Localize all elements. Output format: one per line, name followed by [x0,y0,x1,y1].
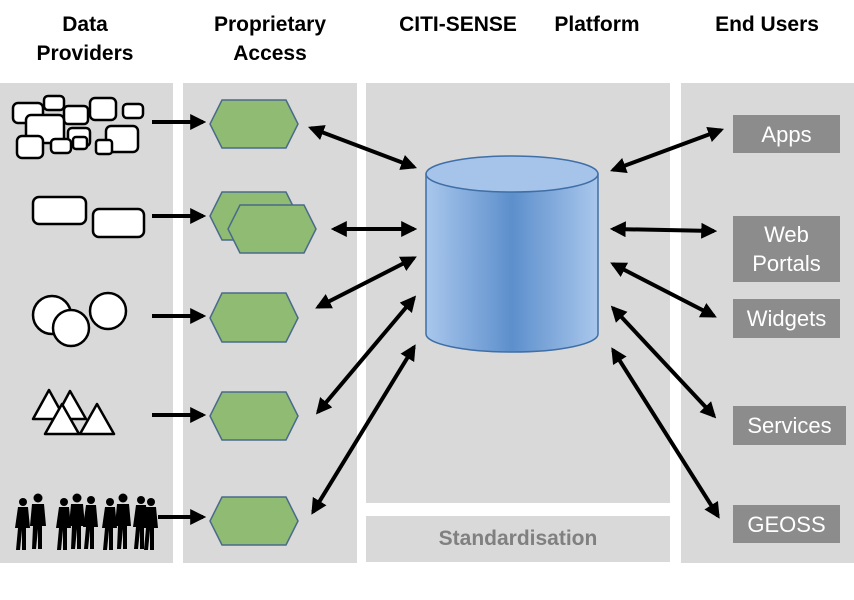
end-user-widgets: Widgets [733,299,840,338]
header-proprietary-access: Proprietary Access [213,13,327,65]
end-user-geoss: GEOSS [733,505,840,543]
hexagon-icon [209,99,317,546]
header-platform: Platform [554,13,640,36]
header-citi-sense: CITI-SENSE [399,13,517,36]
double-arrow-icon [308,125,418,515]
arrow-icon [152,114,207,525]
end-user-services: Services [733,406,846,445]
database-icon [425,155,599,353]
header-end-users: End Users [715,13,819,36]
rounded-rect-cluster-icon [11,94,145,160]
double-arrow-icon [609,126,725,519]
people-silhouette-icon [15,493,158,550]
triangle-icon [31,388,116,436]
end-user-apps: Apps [733,115,840,153]
rounded-rect-icon [31,195,146,239]
standardisation-bar: Standardisation [366,516,670,562]
circle-icon [31,291,128,348]
end-user-web-portals: Web Portals [733,216,840,282]
header-data-providers: Data Providers [36,13,134,65]
